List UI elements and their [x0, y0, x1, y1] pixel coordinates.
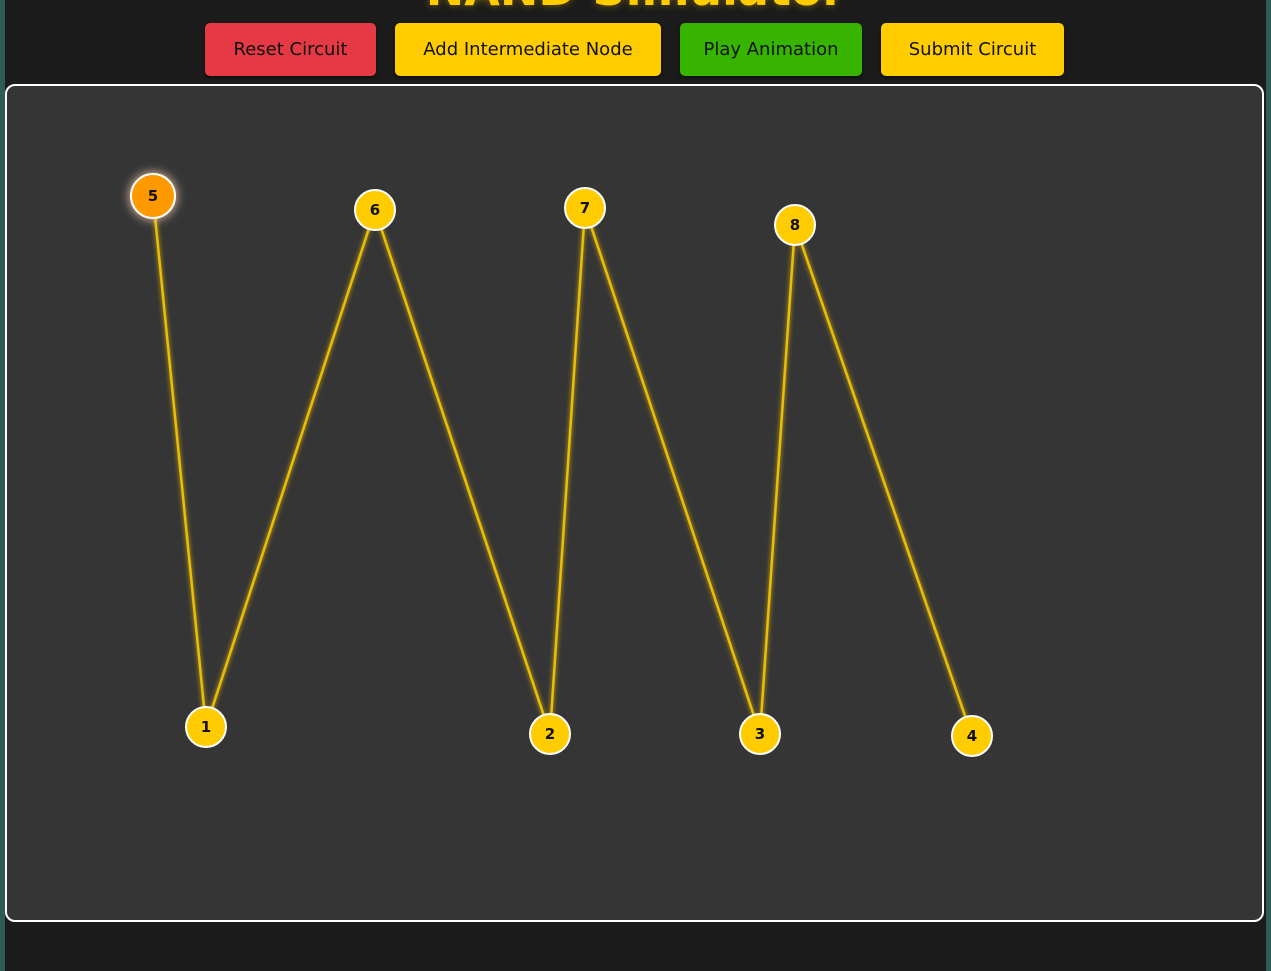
- wire-5-1[interactable]: [151, 195, 208, 728]
- circuit-node-3[interactable]: 3: [739, 713, 781, 755]
- wire-1-6[interactable]: [204, 209, 377, 728]
- wire-8-4[interactable]: [793, 224, 974, 737]
- node-label: 5: [148, 187, 158, 205]
- reset-circuit-button[interactable]: Reset Circuit: [205, 23, 376, 76]
- app-window: NAND Simulator Reset Circuit Add Interme…: [5, 0, 1266, 971]
- play-animation-button[interactable]: Play Animation: [680, 23, 862, 76]
- node-label: 7: [580, 199, 590, 217]
- circuit-node-4[interactable]: 4: [951, 715, 993, 757]
- wire-6-2[interactable]: [373, 209, 552, 735]
- node-label: 8: [790, 216, 800, 234]
- wire-7-3[interactable]: [583, 207, 762, 735]
- wire-2-7[interactable]: [548, 207, 587, 735]
- node-circle[interactable]: [185, 706, 227, 748]
- circuit-node-2[interactable]: 2: [529, 713, 571, 755]
- node-circle[interactable]: [739, 713, 781, 755]
- node-circle[interactable]: [354, 189, 396, 231]
- node-label: 4: [967, 727, 977, 745]
- submit-circuit-button[interactable]: Submit Circuit: [881, 23, 1064, 76]
- add-intermediate-node-button[interactable]: Add Intermediate Node: [395, 23, 661, 76]
- circuit-node-7[interactable]: 7: [564, 187, 606, 229]
- circuit-node-6[interactable]: 6: [354, 189, 396, 231]
- circuit-node-8[interactable]: 8: [774, 204, 816, 246]
- node-circle[interactable]: [130, 173, 176, 219]
- node-circle[interactable]: [774, 204, 816, 246]
- circuit-node-1[interactable]: 1: [185, 706, 227, 748]
- circuit-canvas[interactable]: 5 6 7 8 1 2 3 4: [5, 84, 1264, 922]
- node-circle[interactable]: [564, 187, 606, 229]
- toolbar: Reset Circuit Add Intermediate Node Play…: [5, 23, 1266, 77]
- circuit-graph: 5 6 7 8 1 2 3 4: [130, 173, 993, 757]
- node-circle[interactable]: [529, 713, 571, 755]
- circuit-node-5[interactable]: 5: [130, 173, 176, 219]
- node-label: 3: [755, 725, 765, 743]
- node-label: 2: [545, 725, 555, 743]
- wire-3-8[interactable]: [758, 224, 797, 735]
- node-label: 6: [370, 201, 380, 219]
- node-circle[interactable]: [951, 715, 993, 757]
- node-label: 1: [201, 718, 211, 736]
- page-title: NAND Simulator: [5, 0, 1266, 12]
